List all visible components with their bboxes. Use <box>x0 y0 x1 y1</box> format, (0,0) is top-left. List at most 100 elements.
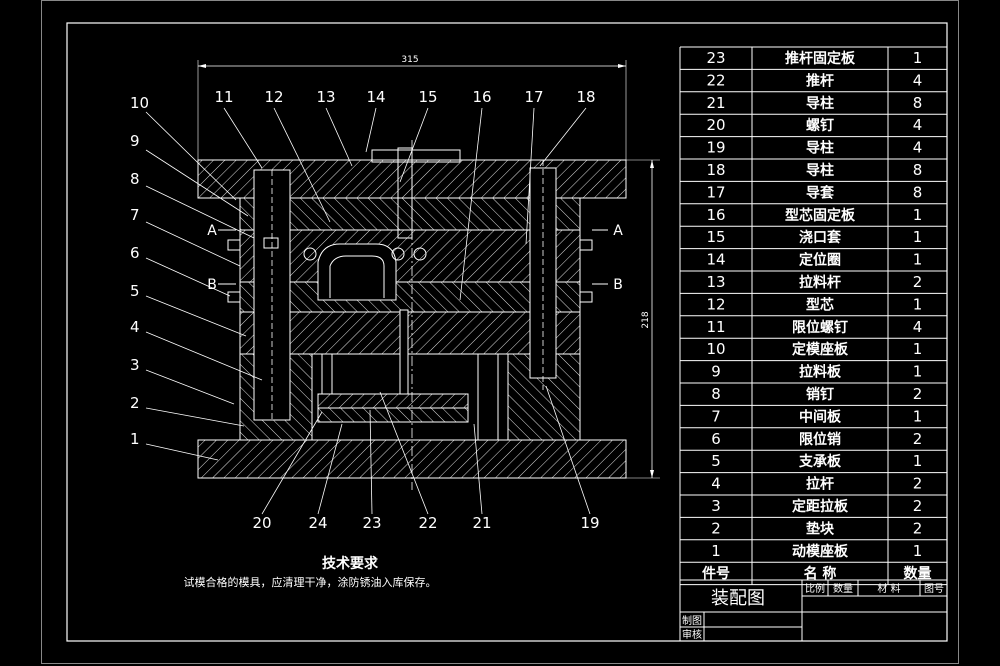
callout-10: 10 <box>130 94 149 112</box>
callout-1: 1 <box>130 430 140 448</box>
bom-cell-name: 垫块 <box>806 520 835 537</box>
bom-cell-no: 16 <box>706 206 725 224</box>
callout-18: 18 <box>576 88 595 106</box>
section-mark-a-left: A <box>207 223 217 239</box>
bom-cell-qty: 1 <box>913 295 923 313</box>
bom-cell-qty: 2 <box>913 497 923 515</box>
bom-cell-name: 拉料杆 <box>799 274 841 291</box>
ejector-retainer-plate <box>317 393 469 409</box>
bom-cell-qty: 2 <box>913 519 923 537</box>
bom-cell-no: 15 <box>706 228 725 246</box>
title-block-material: 材 料 <box>877 582 900 595</box>
bom-cell-no: 4 <box>711 475 721 493</box>
callout-8: 8 <box>130 170 140 188</box>
bom-cell-no: 1 <box>711 542 721 560</box>
bom-cell-no: 10 <box>706 340 725 358</box>
section-mark-b-right: B <box>613 277 623 293</box>
bom-cell-no: 23 <box>706 49 725 67</box>
bom-cell-name: 型芯固定板 <box>785 207 856 224</box>
stripper-plate <box>239 197 581 231</box>
bom-header-qty: 数量 <box>904 565 932 582</box>
callout-13: 13 <box>316 88 335 106</box>
bom-cell-name: 支承板 <box>798 453 842 470</box>
bom-cell-name: 导柱 <box>806 140 834 157</box>
callout-21: 21 <box>472 514 491 532</box>
callout-22: 22 <box>418 514 437 532</box>
sprue-bushing <box>397 147 413 239</box>
bom-cell-qty: 1 <box>913 407 923 425</box>
bom-cell-name: 推杆 <box>806 72 834 89</box>
bom-cell-qty: 1 <box>913 542 923 560</box>
callout-3: 3 <box>130 356 140 374</box>
bom-cell-no: 2 <box>711 519 721 537</box>
bom-cell-qty: 2 <box>913 475 923 493</box>
bom-cell-no: 3 <box>711 497 721 515</box>
bom-cell-name: 推杆固定板 <box>785 50 856 67</box>
bom-cell-name: 拉料板 <box>799 364 842 381</box>
bom-cell-no: 14 <box>706 251 725 269</box>
bom-cell-name: 限位螺钉 <box>792 319 848 336</box>
callout-17: 17 <box>524 88 543 106</box>
callout-20: 20 <box>252 514 271 532</box>
title-block-drawn-by: 制图 <box>682 614 702 627</box>
leader-lines <box>145 107 591 515</box>
callout-4: 4 <box>130 318 140 336</box>
core-outline <box>329 255 385 298</box>
bom-cell-qty: 1 <box>913 206 923 224</box>
callout-11: 11 <box>214 88 233 106</box>
bom-cell-no: 8 <box>711 385 721 403</box>
bom-cell-no: 11 <box>706 318 725 336</box>
bom-cell-qty: 8 <box>913 161 923 179</box>
bom-cell-no: 7 <box>711 407 721 425</box>
bom-cell-no: 20 <box>706 116 725 134</box>
bom-header-no: 件号 <box>702 565 730 582</box>
bom-cell-no: 17 <box>706 183 725 201</box>
callout-16: 16 <box>472 88 491 106</box>
support-plate <box>239 311 581 355</box>
bom-cell-no: 13 <box>706 273 725 291</box>
notes-text: 试模合格的模具，应清理干净，涂防锈油入库保存。 <box>184 575 437 589</box>
bom-cell-qty: 1 <box>913 251 923 269</box>
section-mark-b-left: B <box>207 277 217 293</box>
bom-cell-no: 12 <box>706 295 725 313</box>
bom-cell-no: 19 <box>706 139 725 157</box>
bom-cell-qty: 1 <box>913 228 923 246</box>
bom-cell-name: 销钉 <box>806 386 834 403</box>
bom-header-name: 名 称 <box>804 565 837 582</box>
bom-cell-qty: 1 <box>913 363 923 381</box>
mold-section <box>197 140 627 490</box>
dimension-height: 218 <box>641 311 651 328</box>
title-block-title: 装配图 <box>711 588 765 609</box>
bom-cell-name: 中间板 <box>799 408 842 425</box>
callout-12: 12 <box>264 88 283 106</box>
bom-cell-name: 定模座板 <box>792 341 849 358</box>
title-block-checked-by: 审核 <box>682 628 702 641</box>
bom-cell-qty: 4 <box>913 116 923 134</box>
locating-ring <box>371 149 461 163</box>
section-marks <box>218 229 608 285</box>
callout-24: 24 <box>308 514 327 532</box>
bom-cell-qty: 8 <box>913 183 923 201</box>
callout-9: 9 <box>130 132 140 150</box>
bom-cell-qty: 1 <box>913 452 923 470</box>
bom-cell-name: 型芯 <box>806 296 834 313</box>
bom-cell-no: 22 <box>706 71 725 89</box>
bom-cell-qty: 8 <box>913 94 923 112</box>
bom-cell-no: 18 <box>706 161 725 179</box>
bom-cell-name: 动模座板 <box>792 543 849 560</box>
dimensions <box>197 60 660 479</box>
bom-cell-no: 5 <box>711 452 721 470</box>
bom-cell-qty: 1 <box>913 340 923 358</box>
callout-7: 7 <box>130 206 140 224</box>
title-block-drawing-no: 图号 <box>924 583 944 595</box>
callout-15: 15 <box>418 88 437 106</box>
bom-cell-name: 拉杆 <box>806 476 834 493</box>
bom-cell-name: 导套 <box>806 184 834 201</box>
bom-cell-qty: 2 <box>913 430 923 448</box>
callout-14: 14 <box>366 88 385 106</box>
notes-title: 技术要求 <box>322 555 379 572</box>
bom-cell-no: 21 <box>706 94 725 112</box>
bom-cell-name: 导柱 <box>806 162 834 179</box>
